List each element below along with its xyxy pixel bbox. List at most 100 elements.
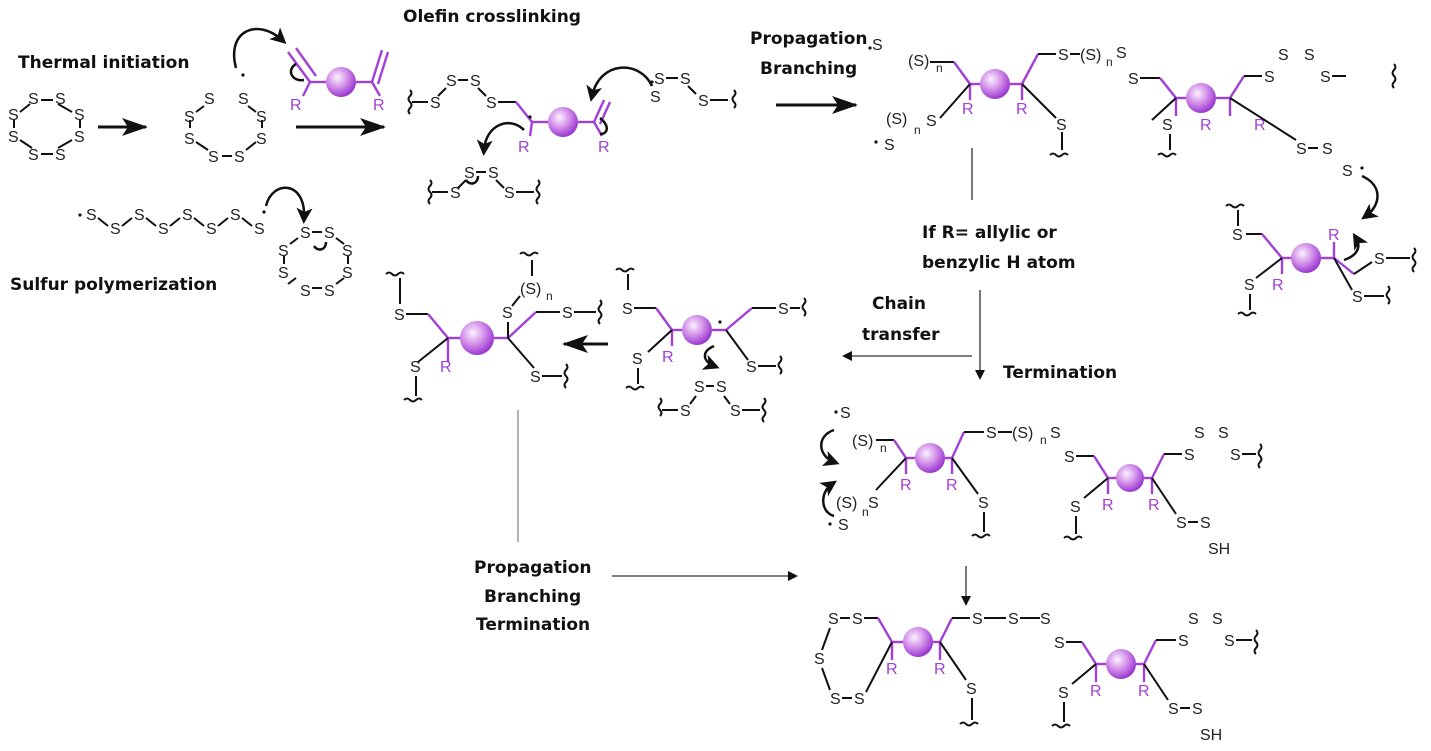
sulfur-atom: S [230,207,241,224]
sulfur-atom: S [622,301,633,318]
sulfur-atom: S [342,243,353,260]
sulfur-atom: S [840,405,851,422]
sulfur-atom: S [1178,633,1189,650]
label-condition-line1: If R= allylic or [922,223,1057,243]
sulfur-atom: S [1304,47,1315,64]
sulfur-atom: S [55,147,66,164]
curly-arrow [1361,174,1379,220]
sulfur-atom: S [184,131,195,148]
sulfur-atom: S [1320,69,1331,86]
sulfur-atom: S [158,221,169,238]
sulfur-atom: S [430,95,441,112]
sulfur-atom: S [868,495,879,512]
core-sphere [548,107,578,137]
sulfur-atom: S [8,107,19,124]
sulfur-atom: S [394,307,405,324]
sulfur-atom: S [1050,425,1061,442]
r-group: R [662,349,674,366]
sulfur-atom: S [814,651,825,668]
subscript-n: n [862,505,869,519]
sulfur-atom: S [1322,141,1333,158]
chain-transfer-product: S S S (S) n S S R [385,251,603,403]
sulfur-atom: S [1040,611,1051,628]
core-sphere [460,321,494,355]
label-thermal-initiation: Thermal initiation [18,53,189,73]
sn-group: (S) [908,53,929,70]
sulfur-atom: S [680,71,691,88]
subscript-n: n [914,123,921,137]
curly-arrow [599,117,608,136]
sulfur-atom: S [278,243,289,260]
sulfur-atom: S [28,91,39,108]
subscript-n: n [546,289,553,303]
polysulfide-chain: S S S S [427,165,541,205]
curly-arrow [233,27,287,69]
sulfur-atom: S [1058,685,1069,702]
sulfur-atom: S [1128,71,1139,88]
sulfur-atom: S [694,379,705,396]
sulfur-atom: S [234,149,245,166]
sulfur-atom: S [1168,701,1179,718]
sulfur-atom: S [1194,425,1205,442]
sulfur-atom: S [502,305,513,322]
sulfur-atom: S [504,185,515,202]
sulfur-atom: S [872,37,883,54]
core-sphere [980,69,1010,99]
sulfur-atom: S [1218,425,1229,442]
r-group: R [290,97,302,114]
sulfur-atom: S [1176,515,1187,532]
label-final-termination: Termination [476,615,590,635]
sulfur-atom: S [450,185,461,202]
sulfur-atom: S [730,403,741,420]
chain-transfer-intermediate: S S S S R S S S S [615,267,807,423]
sulfur-atom: S [1264,69,1275,86]
sulfur-atom: S [208,149,219,166]
sulfur-atom: S [972,611,983,628]
sulfur-atom: S [1230,447,1241,464]
curly-arrow [289,62,305,82]
r-group: R [1138,683,1150,700]
r-group: R [373,97,385,114]
divinyl-crosslinker: R R [287,47,390,114]
sulfur-atom: S [410,359,421,376]
sulfur-atom: S [256,109,267,126]
core-sphere [1116,464,1144,492]
thiol-group: SH [1200,727,1222,744]
r-group: R [518,139,530,156]
core-sphere [326,67,356,97]
sulfur-atom: S [654,71,665,88]
r-group: R [1148,497,1160,514]
sulfur-atom: S [1054,635,1065,652]
sulfur-atom: S [8,129,19,146]
sulfur-atom: S [1278,47,1289,64]
sn-group: (S) [886,111,907,128]
subscript-n: n [936,61,943,75]
sulfur-atom: S [1064,449,1075,466]
r-group: R [962,101,974,118]
r-group: R [946,477,958,494]
sulfur-atom: S [1184,447,1195,464]
core-sphere [915,443,945,473]
polysulfur-chain: S S S S S S S S [78,207,266,238]
sulfur-atom: S [464,165,475,182]
label-final-propagation: Propagation [474,558,592,578]
r-group: R [1328,227,1340,244]
sulfur-atom: S [134,207,145,224]
termination-intermediate: S (S) n S (S) n S S S S S S (S) n [819,405,1263,558]
sulfur-atom: S [86,207,97,224]
sulfur-atom: S [182,207,193,224]
sulfur-atom: S [486,95,497,112]
r-group: R [1254,117,1266,134]
trisulfide-radical: S S S S [650,71,737,110]
sulfur-atom: S [1200,515,1211,532]
sulfur-atom: S [1188,611,1199,628]
sulfur-atom: S [55,91,66,108]
subscript-n: n [880,441,887,455]
sulfur-atom: S [488,165,499,182]
sulfur-atom: S [650,89,661,106]
crosslinking-intermediate: S S S S R R [407,73,612,156]
branched-radical-adduct: S S S S R R [1225,203,1417,317]
sulfur-atom: S [184,109,195,126]
label-branching: Branching [760,59,857,79]
